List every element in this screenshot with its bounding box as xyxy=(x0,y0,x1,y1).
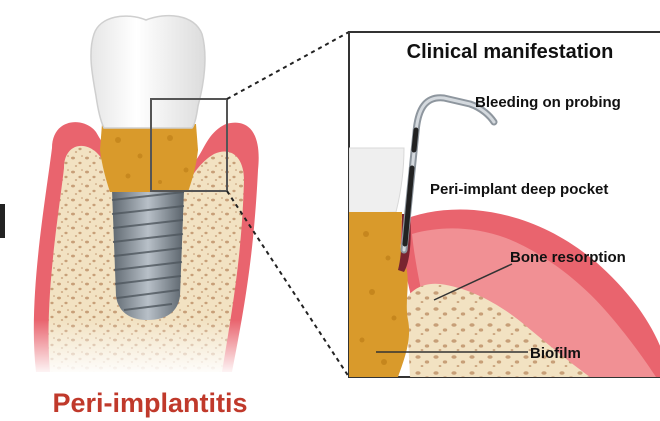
implant-illustration xyxy=(20,16,270,376)
label-bleeding-on-probing: Bleeding on probing xyxy=(475,94,621,111)
panel-crown xyxy=(349,148,404,214)
zoom-connector-top xyxy=(227,32,349,99)
panel-title: Clinical manifestation xyxy=(407,41,614,63)
label-biofilm: Biofilm xyxy=(530,345,581,362)
edge-marker xyxy=(0,204,5,238)
biofilm-region xyxy=(100,124,198,192)
clinical-panel: Clinical manifestation Bleeding on probi… xyxy=(349,32,660,377)
implant-fixture xyxy=(112,190,184,320)
figure-title: Peri-implantitis xyxy=(52,388,247,418)
crown xyxy=(91,16,205,128)
label-deep-pocket: Peri-implant deep pocket xyxy=(430,181,608,198)
label-bone-resorption: Bone resorption xyxy=(510,249,626,266)
